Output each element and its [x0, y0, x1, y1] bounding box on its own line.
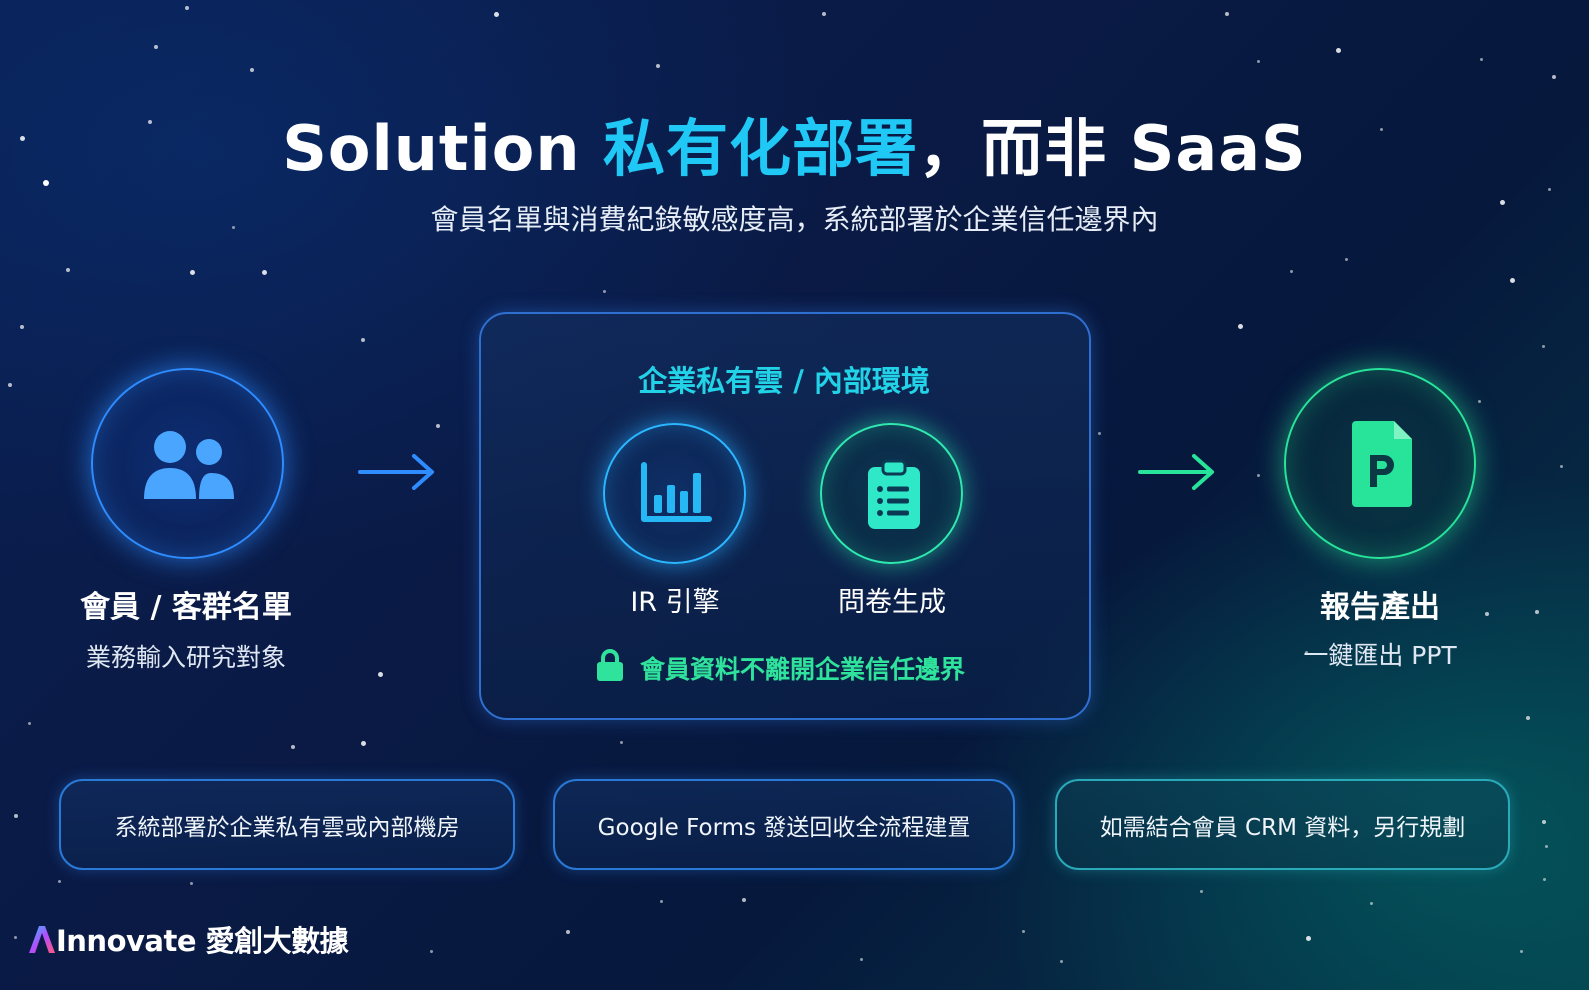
star	[494, 12, 499, 17]
brand-logo: Innovate 愛創大數據	[28, 918, 349, 960]
star	[185, 6, 189, 10]
security-note: 會員資料不離開企業信任邊界	[640, 655, 966, 684]
ppt-file-icon	[1352, 421, 1412, 507]
star	[262, 270, 267, 275]
star	[1526, 716, 1530, 720]
star	[1560, 465, 1563, 468]
star	[148, 120, 152, 124]
star	[1510, 278, 1515, 283]
star	[1257, 474, 1260, 477]
star	[603, 290, 606, 293]
star	[822, 12, 826, 16]
lock-icon	[597, 649, 623, 681]
logo-mark-icon	[29, 926, 55, 953]
star	[154, 45, 158, 49]
star	[361, 338, 365, 342]
logo-text: Innovate 愛創大數據	[56, 924, 349, 958]
survey-label: 問卷生成	[838, 587, 946, 618]
star	[291, 745, 295, 749]
page-title: Solution 私有化部署，而非 SaaS	[0, 98, 1589, 188]
users-icon	[144, 431, 234, 499]
star	[8, 383, 12, 387]
star	[361, 741, 366, 746]
note-deployment: 系統部署於企業私有雲或內部機房	[59, 779, 515, 870]
star	[1022, 930, 1025, 933]
output-node-circle	[1284, 368, 1476, 559]
ir-engine-circle	[603, 423, 746, 564]
star	[860, 958, 863, 961]
star	[1543, 878, 1546, 881]
star	[232, 226, 235, 229]
star	[190, 270, 195, 275]
star	[378, 672, 383, 677]
star	[1200, 890, 1203, 893]
star	[660, 900, 663, 903]
page-subtitle: 會員名單與消費紀錄敏感度高，系統部署於企業信任邊界內	[430, 203, 1159, 236]
title-highlight: 私有化部署	[603, 112, 919, 185]
star	[1336, 48, 1341, 53]
survey-circle	[820, 423, 963, 564]
star	[1542, 820, 1546, 824]
star	[566, 930, 570, 934]
output-node-subtitle: 一鍵匯出 PPT	[1303, 641, 1457, 670]
star	[1345, 258, 1348, 261]
star	[28, 722, 31, 725]
star	[1552, 75, 1556, 79]
arrow-right-icon	[358, 454, 434, 490]
clipboard-list-icon	[868, 459, 920, 529]
title-prefix: Solution	[282, 112, 604, 185]
star	[1500, 200, 1505, 205]
star	[1535, 610, 1539, 614]
star	[1480, 58, 1483, 61]
star	[436, 424, 440, 428]
star	[1548, 188, 1551, 191]
title-suffix: ，而非 SaaS	[918, 112, 1307, 185]
star	[250, 68, 254, 72]
star	[66, 268, 70, 272]
cloud-title: 企業私有雲 / 內部環境	[638, 364, 930, 398]
star	[1545, 845, 1548, 848]
ir-engine-label: IR 引擎	[630, 587, 720, 618]
star	[58, 880, 61, 883]
star	[1238, 324, 1243, 329]
bar-chart-icon	[641, 462, 712, 522]
private-cloud-box	[479, 312, 1091, 720]
star	[43, 180, 49, 186]
note-crm: 如需結合會員 CRM 資料，另行規劃	[1055, 779, 1510, 870]
star	[1290, 270, 1293, 273]
star	[1306, 936, 1311, 941]
star	[742, 898, 746, 902]
star	[1380, 128, 1383, 131]
star	[1257, 60, 1260, 63]
star	[1370, 902, 1373, 905]
star	[430, 950, 433, 953]
star	[1060, 960, 1063, 963]
input-node-circle	[91, 368, 284, 559]
star	[20, 136, 25, 141]
star	[20, 325, 24, 329]
arrow-right-icon	[1138, 454, 1214, 490]
star	[1225, 12, 1229, 16]
star	[1520, 950, 1523, 953]
star	[1305, 651, 1308, 654]
star	[14, 936, 17, 939]
note-google-forms: Google Forms 發送回收全流程建置	[553, 779, 1015, 870]
star	[1478, 400, 1481, 403]
star	[14, 814, 18, 818]
star	[620, 741, 623, 744]
star	[1485, 612, 1489, 616]
input-node-title: 會員 / 客群名單	[80, 590, 292, 625]
output-node-title: 報告產出	[1320, 590, 1440, 625]
input-node-subtitle: 業務輸入研究對象	[85, 643, 286, 672]
star	[190, 882, 193, 885]
star	[656, 64, 660, 68]
star	[1098, 432, 1101, 435]
star	[1542, 345, 1545, 348]
